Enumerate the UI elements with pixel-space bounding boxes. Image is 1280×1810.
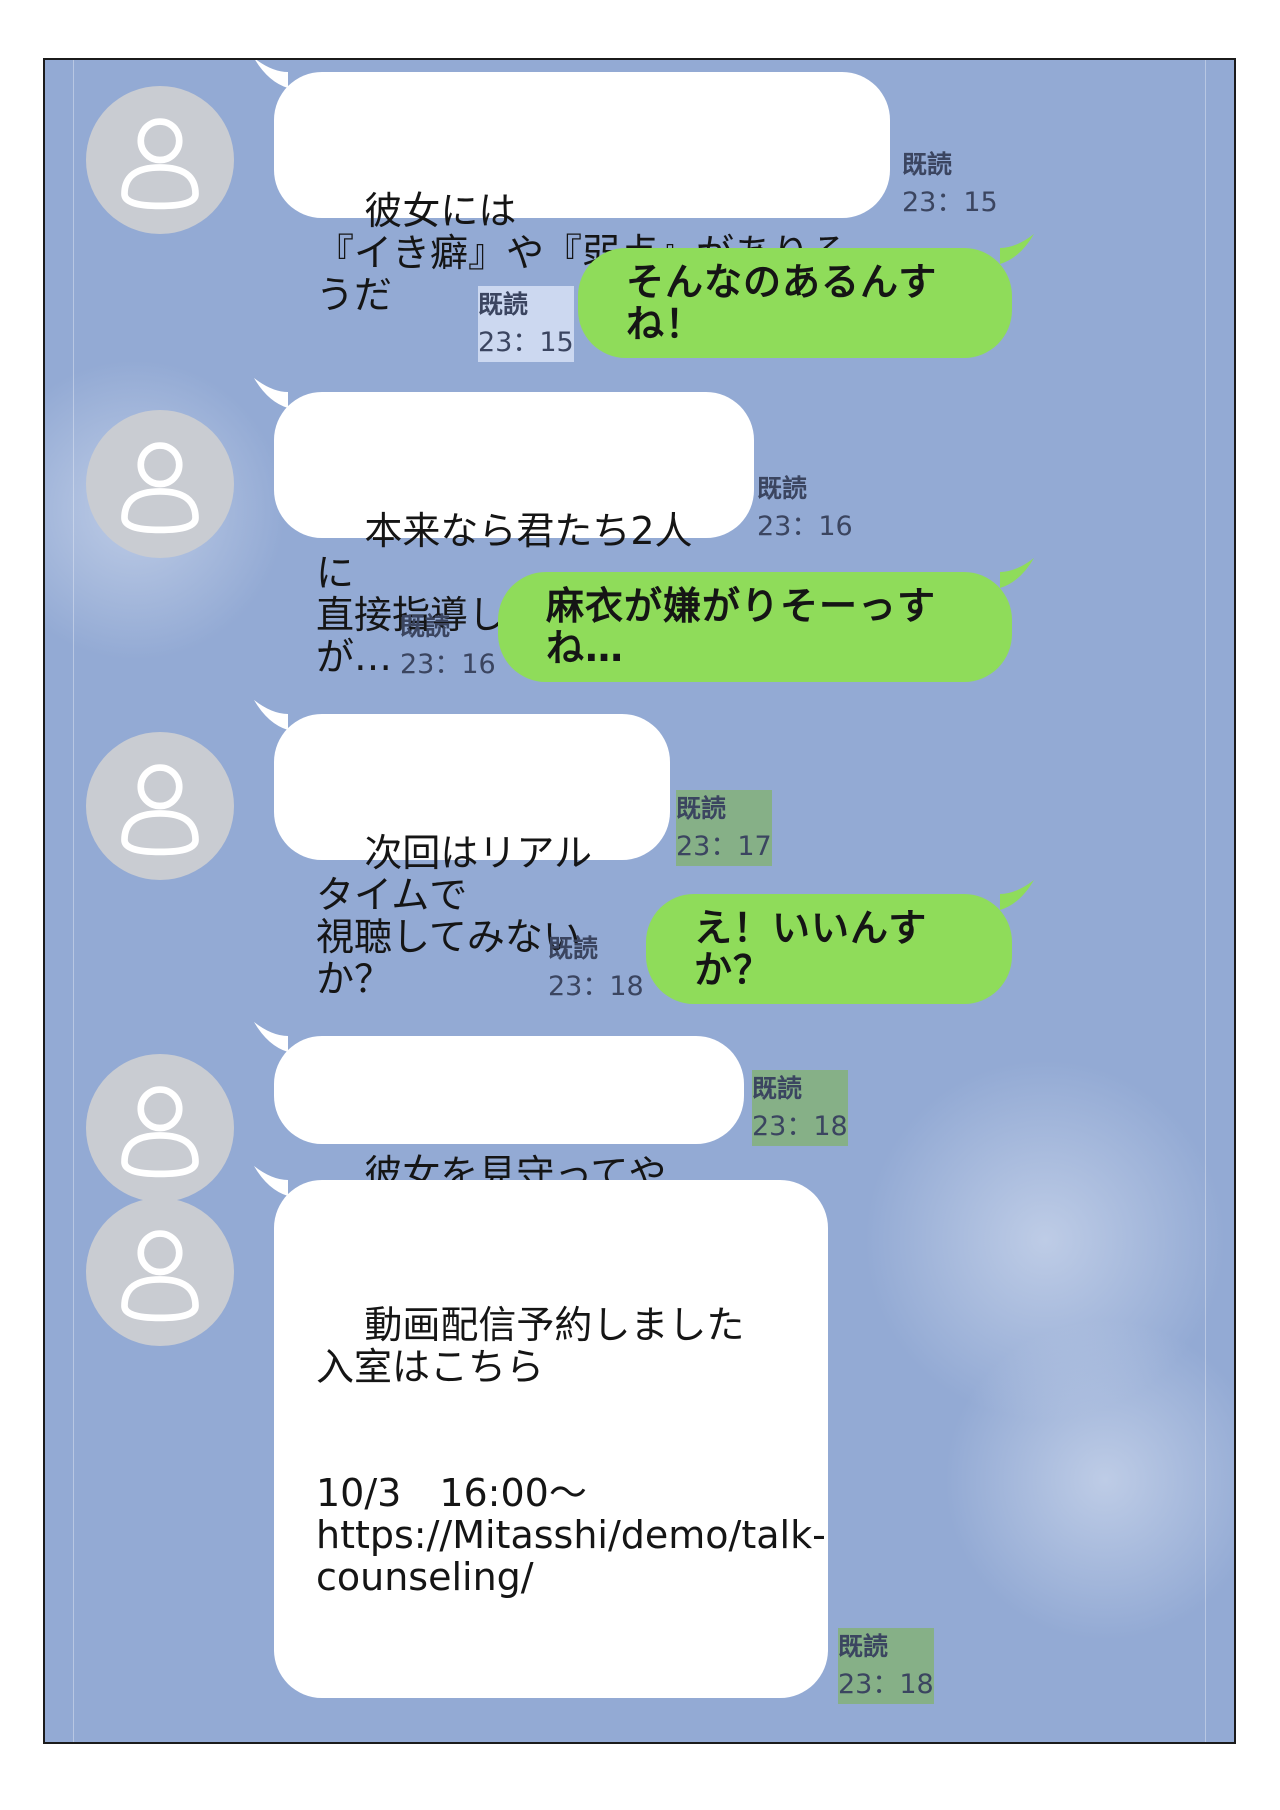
- read-receipt: 既読: [478, 286, 574, 324]
- timestamp: 23：17: [676, 828, 772, 866]
- message-meta: 既読 23：16: [757, 470, 853, 546]
- message-text: 麻衣が嫌がりそーっすね…: [546, 584, 937, 670]
- user-silhouette-icon: [121, 118, 199, 210]
- sender-avatar[interactable]: [86, 410, 234, 558]
- sender-avatar[interactable]: [86, 1198, 234, 1346]
- bubble-tail: [1000, 558, 1034, 588]
- read-receipt: 既読: [400, 612, 451, 641]
- message-text: 次回はリアルタイムで 視聴してみないか？: [316, 831, 592, 1001]
- message-meta: 既読 23：18: [838, 1628, 934, 1704]
- bubble-tail: [254, 1022, 288, 1052]
- bubble-tail: [254, 1166, 288, 1196]
- bubble-tail: [1000, 234, 1034, 264]
- message-bubble-outgoing[interactable]: そんなのあるんすね！: [578, 234, 1034, 358]
- user-silhouette-icon: [121, 764, 199, 856]
- message-bubble-incoming[interactable]: 本来なら君たち2人に 直接指導したところだが…: [254, 378, 754, 678]
- read-receipt: 既読: [548, 934, 599, 963]
- bubble-tail: [1000, 880, 1034, 910]
- message-meta: 既読 23：15: [478, 286, 574, 362]
- read-receipt: 既読: [676, 790, 772, 828]
- timestamp: 23：15: [478, 324, 574, 362]
- sender-avatar[interactable]: [86, 86, 234, 234]
- message-meta: 既読 23：17: [676, 790, 772, 866]
- message-bubble-incoming[interactable]: 彼女を見守ってやってくれ: [254, 1022, 744, 1237]
- read-receipt: 既読: [757, 474, 808, 503]
- message-meta: 既読 23：15: [902, 146, 998, 222]
- sender-avatar[interactable]: [86, 732, 234, 880]
- message-bubble-incoming[interactable]: 動画配信予約しました 入室はこちら 10/3 16:00～ https://Mi…: [254, 1166, 828, 1698]
- bubble-tail: [254, 700, 288, 730]
- message-text: 動画配信予約しました 入室はこちら 10/3 16:00～ https://Mi…: [316, 1303, 826, 1599]
- message-bubble-incoming[interactable]: 彼女には 『イき癖』や『弱点』がありそうだ: [255, 60, 890, 316]
- timestamp: 23：18: [838, 1666, 934, 1704]
- message-bubble-outgoing[interactable]: 麻衣が嫌がりそーっすね…: [498, 558, 1034, 682]
- chat-screen: 彼女には 『イき癖』や『弱点』がありそうだ 既読 23：15 既読 23：15 …: [43, 58, 1236, 1744]
- bubble-tail: [254, 378, 288, 408]
- message-meta: 既読 23：16: [400, 608, 496, 684]
- timestamp: 23：16: [400, 649, 496, 680]
- message-bubble-incoming[interactable]: 次回はリアルタイムで 視聴してみないか？: [254, 700, 670, 1000]
- timestamp: 23：16: [757, 511, 853, 542]
- message-meta: 既読 23：18: [752, 1070, 848, 1146]
- user-silhouette-icon: [121, 442, 199, 534]
- timestamp: 23：15: [902, 187, 998, 218]
- background-haze: [945, 1320, 1234, 1640]
- read-receipt: 既読: [752, 1070, 848, 1108]
- read-receipt: 既読: [902, 150, 953, 179]
- message-text: え！いいんすか？: [694, 906, 928, 992]
- user-silhouette-icon: [121, 1086, 199, 1178]
- timestamp: 23：18: [548, 971, 644, 1002]
- timestamp: 23：18: [752, 1108, 848, 1146]
- message-meta: 既読 23：18: [548, 930, 644, 1006]
- message-text: そんなのあるんすね！: [626, 260, 938, 346]
- sender-avatar[interactable]: [86, 1054, 234, 1202]
- bubble-tail: [255, 60, 288, 88]
- read-receipt: 既読: [838, 1628, 934, 1666]
- background-haze: [865, 1060, 1225, 1420]
- user-silhouette-icon: [121, 1230, 199, 1322]
- message-bubble-outgoing[interactable]: え！いいんすか？: [646, 880, 1034, 1004]
